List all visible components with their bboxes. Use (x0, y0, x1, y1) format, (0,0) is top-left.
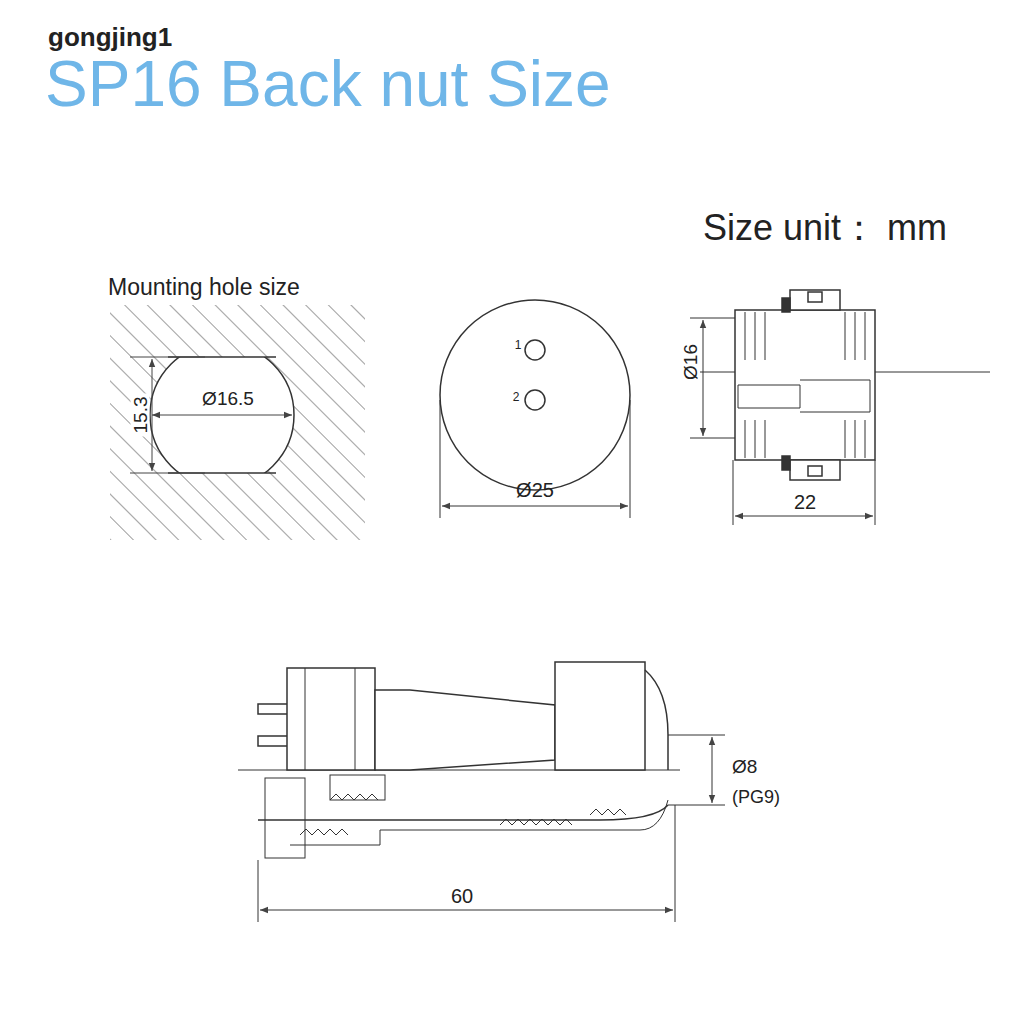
watermark: gongjing1 (48, 24, 172, 50)
assembly-view (238, 662, 725, 922)
dimension: Ø8 (732, 757, 757, 776)
unit-note: Size unit： mm (703, 210, 947, 246)
dimension: Ø25 (516, 480, 554, 500)
mounting-plate (110, 305, 365, 540)
diagram-title: SP16 Back nut Size (45, 52, 611, 116)
hole-heading: Mounting hole size (108, 276, 300, 299)
front-view (440, 300, 630, 518)
dimension: 15.3 (131, 394, 150, 437)
dimension: (PG9) (732, 788, 780, 806)
dimension: 60 (451, 886, 473, 906)
pin-number: 1 (515, 339, 522, 351)
dimension: Ø16 (681, 341, 700, 383)
pin-number: 2 (513, 391, 520, 403)
dimension: Ø16.5 (199, 389, 257, 408)
dimension: 22 (794, 492, 816, 512)
side-view (690, 290, 990, 525)
